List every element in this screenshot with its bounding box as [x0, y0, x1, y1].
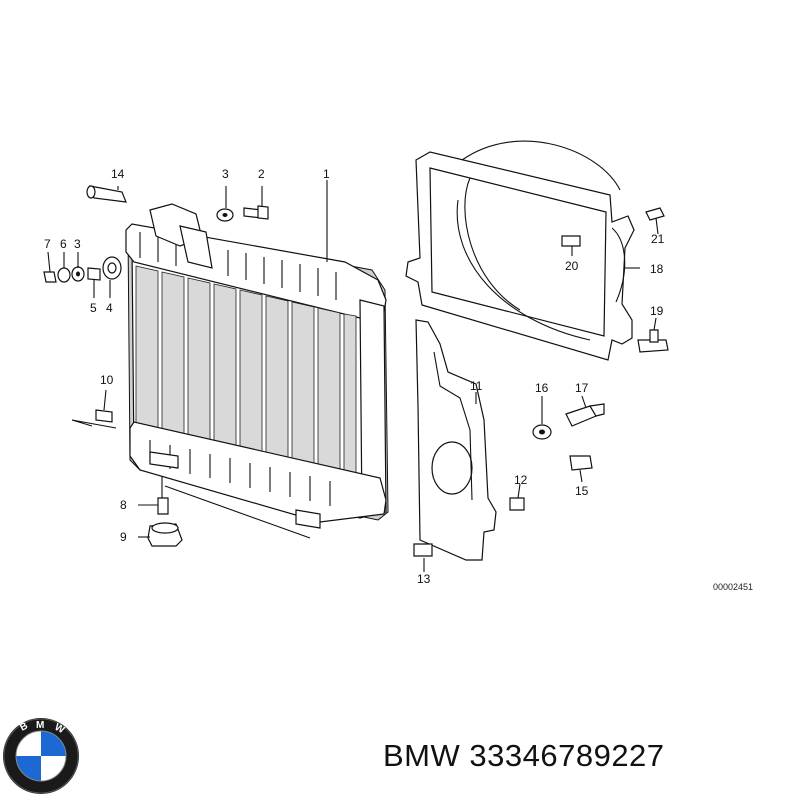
callout-15: 15 — [575, 484, 589, 498]
fan-shroud — [405, 140, 635, 361]
mounting-stack-parts-3-4-5-6-7 — [43, 256, 122, 283]
callout-2: 2 — [258, 167, 265, 181]
callout-3-top: 3 — [222, 167, 229, 181]
callout-4: 4 — [106, 301, 113, 315]
callout-13: 13 — [417, 572, 431, 586]
hose-part-14 — [86, 185, 127, 203]
callout-19: 19 — [650, 304, 664, 318]
washer-bolt-parts-2-3 — [216, 205, 269, 222]
callout-5: 5 — [90, 301, 97, 315]
callout-21: 21 — [651, 232, 665, 246]
sensor-parts-15-16-17 — [532, 403, 605, 471]
callout-11: 11 — [470, 379, 483, 393]
callout-1: 1 — [323, 167, 330, 181]
bolt-part-10 — [71, 409, 117, 429]
callout-10: 10 — [100, 373, 114, 387]
callout-17: 17 — [575, 381, 589, 395]
fasteners-12-13 — [413, 497, 525, 557]
callout-20: 20 — [565, 259, 579, 273]
leader-lines — [47, 180, 659, 572]
bracket — [415, 319, 497, 561]
callout-7: 7 — [44, 237, 51, 251]
drawing-code: 00002451 — [713, 582, 753, 592]
mount-parts-8-9 — [147, 476, 311, 547]
svg-text:M: M — [36, 720, 44, 731]
radiator — [125, 203, 389, 529]
bmw-roundel-icon: B M W — [3, 718, 79, 794]
callout-12: 12 — [514, 473, 528, 487]
callout-3-left: 3 — [74, 237, 81, 251]
shroud-clips-19-20-21 — [561, 207, 669, 353]
callout-6: 6 — [60, 237, 67, 251]
callout-16: 16 — [535, 381, 549, 395]
callout-14: 14 — [111, 167, 125, 181]
callout-9: 9 — [120, 530, 127, 544]
callouts: 1 2 3 3 4 5 6 7 8 9 10 11 12 13 14 15 16… — [44, 167, 753, 592]
part-number: 33346789227 — [469, 738, 665, 773]
callout-8: 8 — [120, 498, 127, 512]
brand-part-number-text: BMW 33346789227 — [383, 738, 665, 774]
svg-text:B: B — [18, 721, 30, 734]
brand-name: BMW — [383, 738, 461, 773]
callout-18: 18 — [650, 262, 664, 276]
